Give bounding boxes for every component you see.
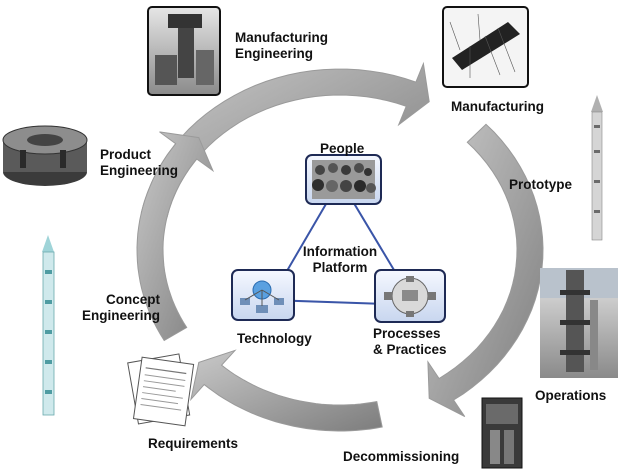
label-manufacturing-engineering: Manufacturing Engineering [235, 30, 328, 61]
processes-node [374, 269, 446, 323]
label-technology: Technology [237, 331, 312, 346]
label-people: People [320, 141, 365, 156]
label-decommissioning: Decommissioning [343, 449, 460, 464]
people-crowd-image [312, 160, 376, 199]
label-manufacturing: Manufacturing [451, 99, 544, 114]
cycle-arrows [136, 61, 544, 432]
decommissioning-photo [481, 397, 523, 469]
operations-photo [540, 268, 618, 378]
label-prototype: Prototype [509, 177, 573, 192]
people-node [305, 154, 382, 205]
product-engineering-module-image [2, 125, 88, 186]
label-product-engineering: Product Engineering [100, 147, 179, 178]
technology-node [231, 269, 295, 321]
cycle-arrow-left [136, 131, 215, 342]
cycle-arrow-bottom [190, 349, 383, 432]
label-operations: Operations [535, 388, 607, 403]
label-concept-engineering: Concept Engineering [81, 292, 160, 323]
concept-rocket-image [42, 235, 55, 416]
cycle-arrow-right [427, 123, 544, 418]
prototype-rocket-image [591, 95, 603, 241]
process-diagram-icon [384, 276, 436, 317]
label-processes-practices: Processes & Practices [373, 326, 447, 357]
manufacturing-photo [442, 6, 529, 88]
label-requirements: Requirements [148, 436, 239, 451]
requirements-documents-image [127, 353, 195, 427]
network-icon [240, 280, 284, 313]
label-information-platform: Information Platform [302, 244, 378, 275]
manufacturing-engineering-photo [147, 6, 221, 96]
information-platform-triangle [268, 178, 417, 307]
